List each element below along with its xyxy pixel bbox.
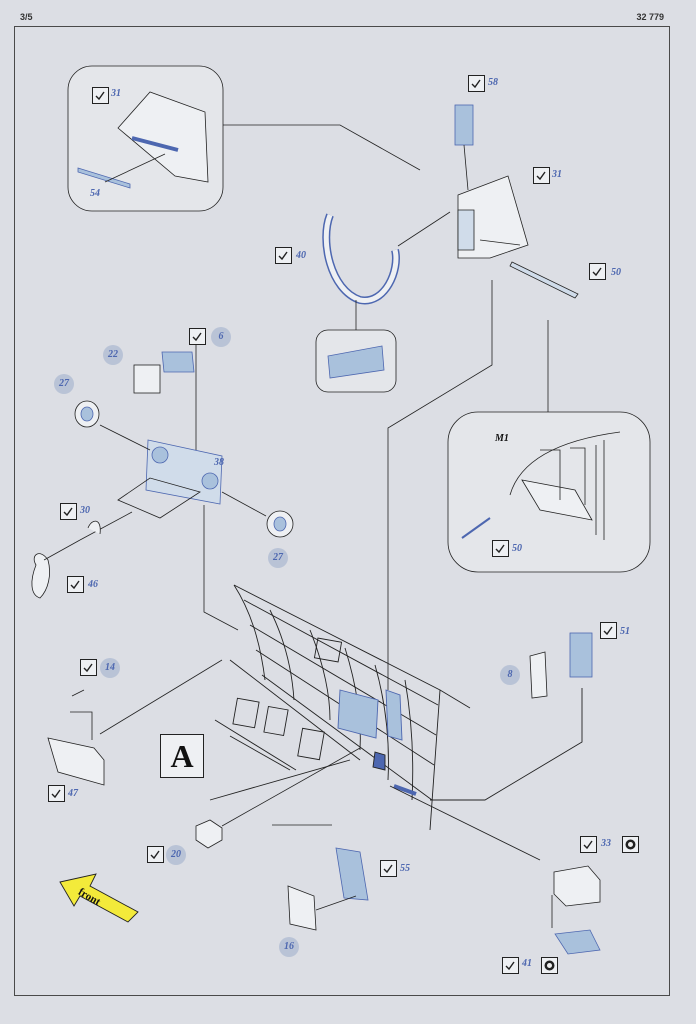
page-frame [14,26,670,996]
part-label: 31 [111,88,121,99]
part-number-bubble: 27 [54,374,74,394]
glue-icon [468,75,485,92]
part-label: 50 [611,267,621,278]
part-number-bubble: 14 [100,658,120,678]
part-number-bubble: 6 [211,327,231,347]
paint-icon [541,957,558,974]
glue-icon [380,860,397,877]
part-number-bubble: 22 [103,345,123,365]
part-label: 33 [601,838,611,849]
glue-icon [492,540,509,557]
glue-icon [60,503,77,520]
part-label: 47 [68,788,78,799]
front-arrow [59,873,139,923]
page-number: 3/5 [20,12,33,22]
part-label: 30 [80,505,90,516]
part-label: 38 [214,457,224,468]
glue-icon [67,576,84,593]
part-label: 50 [512,543,522,554]
part-number-bubble: 8 [500,665,520,685]
part-label: 54 [90,188,100,199]
part-58 [454,104,474,146]
part-label: 58 [488,77,498,88]
glue-icon [580,836,597,853]
part-number-bubble: 27 [268,548,288,568]
part-label: 55 [400,863,410,874]
glue-icon [600,622,617,639]
kit-number: 32 779 [636,12,664,22]
glue-icon [275,247,292,264]
part-number-bubble: 16 [279,937,299,957]
glue-icon [92,87,109,104]
step-letter: A [160,734,204,778]
fuselage-frame [209,584,583,861]
glue-icon [533,167,550,184]
part-50-rail [509,261,579,299]
part-label: 41 [522,958,532,969]
part-label: 51 [620,626,630,637]
paint-icon [622,836,639,853]
part-label: 40 [296,250,306,261]
glue-icon [80,659,97,676]
part-number-bubble: 20 [166,845,186,865]
part-label: 46 [88,579,98,590]
glue-icon [48,785,65,802]
glue-icon [147,846,164,863]
glue-icon [189,328,206,345]
detail-label: M1 [495,433,509,444]
glue-icon [502,957,519,974]
part-label: 31 [552,169,562,180]
glue-icon [589,263,606,280]
